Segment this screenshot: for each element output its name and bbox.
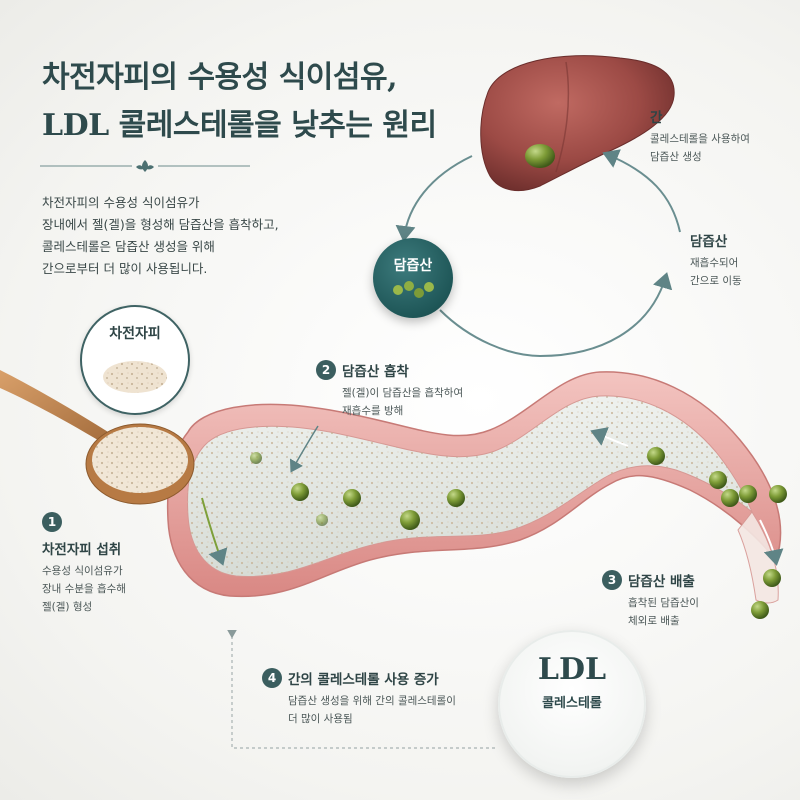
step-2-desc-line-1: 젤(겔)이 담즙산을 흡착하여 xyxy=(342,387,464,399)
bile-acid-badge: 담즙산 xyxy=(373,238,453,318)
spoon-illustration xyxy=(0,370,195,505)
gel-mass xyxy=(187,395,753,577)
step-3: 3 담즙산 배출 흡착된 담즙산이 체외로 배출 xyxy=(602,570,699,630)
step-4-desc: 담즙산 생성을 위해 간의 콜레스테롤이 더 많이 사용됨 xyxy=(288,692,456,728)
ldl-cholesterol-badge: LDL 콜레스테롤 xyxy=(498,630,646,778)
step-2: 2 담즙산 흡착 젤(겔)이 담즙산을 흡착하여 재흡수를 방해 xyxy=(316,360,463,420)
step-1: 1 차전자피 섭취 수용성 식이섬유가 장내 수분을 흡수해 젤(겔) 형성 xyxy=(42,512,126,616)
ldl-subtitle: 콜레스테롤 xyxy=(542,696,602,711)
step-1-title: 차전자피 섭취 xyxy=(42,542,122,558)
intro-line-1: 차전자피의 수용성 식이섬유가 xyxy=(42,195,200,210)
psyllium-husk-icon xyxy=(103,361,167,393)
bile-reabsorb-desc-line-2: 간으로 이동 xyxy=(690,275,742,287)
intestine-illustration xyxy=(166,371,782,604)
ldl-title: LDL xyxy=(537,652,607,687)
step-4-title: 간의 콜레스테롤 사용 증가 xyxy=(288,672,439,688)
step-3-title: 담즙산 배출 xyxy=(628,574,695,590)
bile-reabsorb-desc: 재흡수되어 간으로 이동 xyxy=(690,254,742,290)
step-4-header: 4 간의 콜레스테롤 사용 증가 xyxy=(262,668,456,688)
step-1-desc-line-1: 수용성 식이섬유가 xyxy=(42,565,123,577)
step-1-number: 1 xyxy=(42,512,62,532)
arrow-intestine-to-liver xyxy=(439,272,673,358)
step-3-number: 3 xyxy=(602,570,622,590)
liver-label: 간 콜레스테롤을 사용하여 담즙산 생성 xyxy=(650,106,750,166)
bile-reabsorb-label: 담즙산 재흡수되어 간으로 이동 xyxy=(690,230,742,290)
page-title: 차전자피의 수용성 식이섬유, LDL 콜레스테롤을 낮추는 원리 xyxy=(42,54,437,150)
step-3-desc-line-1: 흡착된 담즙산이 xyxy=(628,597,699,609)
step-2-number: 2 xyxy=(316,360,336,380)
step-2-header: 2 담즙산 흡착 xyxy=(316,360,463,380)
bile-reabsorb-title: 담즙산 xyxy=(690,234,728,250)
step-1-desc-line-3: 젤(겔) 형성 xyxy=(42,601,93,613)
liver-desc-line-1: 콜레스테롤을 사용하여 xyxy=(650,133,750,145)
bile-acid-particles-icon xyxy=(393,281,434,298)
intro-text: 차전자피의 수용성 식이섬유가 장내에서 젤(겔)을 형성해 담즙산을 흡착하고… xyxy=(42,192,279,280)
step-2-title: 담즙산 흡착 xyxy=(342,364,409,380)
title-line-2: LDL 콜레스테롤을 낮추는 원리 xyxy=(42,108,437,143)
liver-desc: 콜레스테롤을 사용하여 담즙산 생성 xyxy=(650,130,750,166)
title-line-1: 차전자피의 수용성 식이섬유, xyxy=(42,60,398,95)
step-1-desc-line-2: 장내 수분을 흡수해 xyxy=(42,583,126,595)
step-4-number: 4 xyxy=(262,668,282,688)
liver-title: 간 xyxy=(650,110,663,126)
intro-line-2: 장내에서 젤(겔)을 형성해 담즙산을 흡착하고, xyxy=(42,217,279,232)
arrow-reabsorb-to-liver xyxy=(602,149,681,233)
reabsorb-arrow xyxy=(590,427,629,447)
step4-dashed-path xyxy=(227,630,496,749)
liver-illustration xyxy=(480,55,675,192)
step-3-desc-line-2: 체외로 배출 xyxy=(628,615,680,627)
bile-acid-badge-label: 담즙산 xyxy=(393,258,433,274)
bile-particles xyxy=(250,447,787,619)
bile-reabsorb-desc-line-1: 재흡수되어 xyxy=(690,257,739,269)
intro-line-4: 간으로부터 더 많이 사용됩니다. xyxy=(42,261,208,276)
arrow-liver-to-bile xyxy=(395,155,473,242)
step-4: 4 간의 콜레스테롤 사용 증가 담즙산 생성을 위해 간의 콜레스테롤이 더 … xyxy=(262,668,456,728)
psyllium-label: 차전자피 xyxy=(109,326,161,342)
step-1-desc: 수용성 식이섬유가 장내 수분을 흡수해 젤(겔) 형성 xyxy=(42,562,126,616)
liver-desc-line-2: 담즙산 생성 xyxy=(650,151,702,163)
gallbladder xyxy=(525,144,555,168)
step-3-desc: 흡착된 담즙산이 체외로 배출 xyxy=(628,594,699,630)
psyllium-callout: 차전자피 xyxy=(80,305,190,415)
intro-line-3: 콜레스테롤은 담즙산 생성을 위해 xyxy=(42,239,215,254)
absorb-pointer-arrow xyxy=(289,425,319,473)
step-3-header: 3 담즙산 배출 xyxy=(602,570,699,590)
step-2-desc-line-2: 재흡수를 방해 xyxy=(342,405,404,417)
title-divider xyxy=(40,160,250,172)
step-4-desc-line-2: 더 많이 사용됨 xyxy=(288,713,353,725)
excretion-arrow xyxy=(759,519,784,566)
step-2-desc: 젤(겔)이 담즙산을 흡착하여 재흡수를 방해 xyxy=(342,384,463,420)
step-4-desc-line-1: 담즙산 생성을 위해 간의 콜레스테롤이 xyxy=(288,695,456,707)
intake-arrow xyxy=(201,497,228,566)
